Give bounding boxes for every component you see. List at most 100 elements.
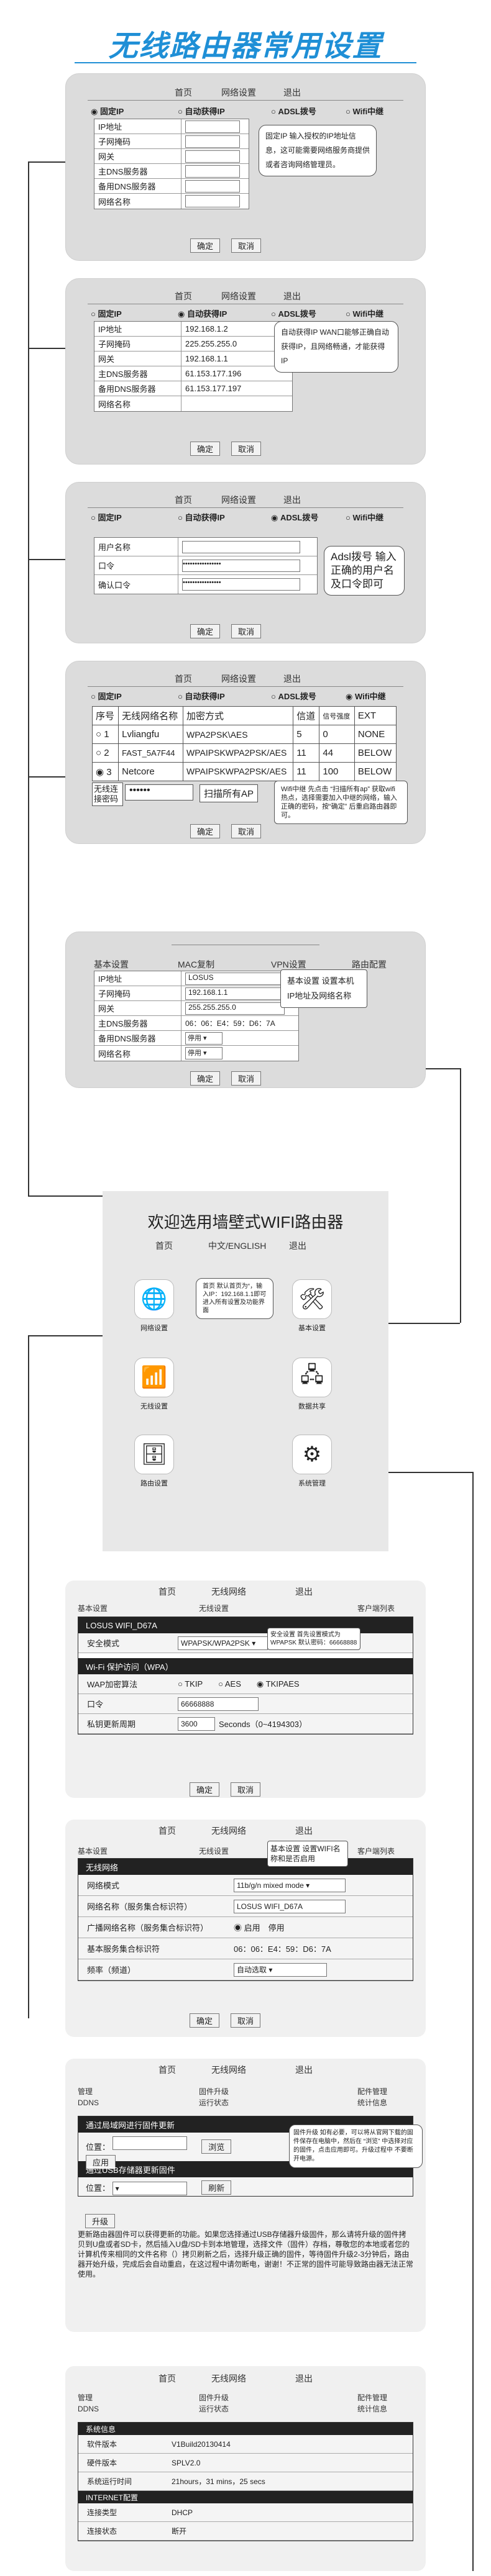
ok-button[interactable]: 确定 xyxy=(190,238,221,253)
nav-network[interactable]: 网络设置 xyxy=(221,674,256,684)
sub-config[interactable]: 配件管理 xyxy=(357,2393,388,2402)
radio-static-ip[interactable]: 固定IP xyxy=(98,692,122,701)
sub-ddns[interactable]: DDNS xyxy=(78,2405,99,2413)
ip-input[interactable]: LOSUS xyxy=(185,972,285,985)
nav-logout[interactable]: 退出 xyxy=(283,88,301,98)
password-input[interactable]: •••••••••••••••• xyxy=(182,559,300,572)
radio-dhcp[interactable]: 自动获得IP xyxy=(186,309,227,319)
dns2-select[interactable]: 停用 ▾ xyxy=(185,1032,223,1045)
sub-clients[interactable]: 客户端列表 xyxy=(357,1604,395,1613)
nav-wireless[interactable]: 无线网络 xyxy=(211,2065,246,2075)
ok-button[interactable]: 确定 xyxy=(190,1782,220,1797)
nav-network[interactable]: 网络设置 xyxy=(221,291,256,301)
nav-home[interactable]: 首页 xyxy=(175,291,192,301)
sub-basic[interactable]: 基本设置 xyxy=(78,1604,108,1613)
route-settings-icon-tile[interactable]: 🗄路由设置 xyxy=(132,1435,176,1488)
dns2-input[interactable] xyxy=(185,179,240,193)
cancel-button[interactable]: 取消 xyxy=(231,624,262,638)
netname-input[interactable] xyxy=(185,195,240,207)
nav-logout[interactable]: 退出 xyxy=(283,291,301,301)
nav-language[interactable]: 中文/ENGLISH xyxy=(208,1241,267,1251)
nav-logout[interactable]: 退出 xyxy=(295,2374,313,2383)
firmware-file-input[interactable] xyxy=(112,2136,187,2150)
netname-select[interactable]: 停用 ▾ xyxy=(185,1047,223,1059)
nav-logout[interactable]: 退出 xyxy=(295,1587,313,1597)
nav-logout[interactable]: 退出 xyxy=(283,674,301,684)
channel-select[interactable]: 自动选取 ▾ xyxy=(234,1962,327,1977)
nav-network[interactable]: 网络设置 xyxy=(221,88,256,98)
passphrase-input[interactable]: 66668888 xyxy=(178,1697,259,1711)
broadcast-ssid-radios[interactable]: ◉ 启用 停用 xyxy=(234,1923,285,1933)
radio-tkipaes[interactable]: ◉ TKIPAES xyxy=(256,1679,300,1689)
ip-input[interactable] xyxy=(185,120,240,133)
sub-stats[interactable]: 统计信息 xyxy=(357,2405,388,2413)
nav-logout[interactable]: 退出 xyxy=(295,2065,313,2075)
sub-stats[interactable]: 统计信息 xyxy=(357,2098,388,2107)
network-settings-icon-tile[interactable]: 🌐网络设置 xyxy=(132,1279,176,1333)
dns1-input[interactable] xyxy=(185,165,240,178)
nav-home[interactable]: 首页 xyxy=(175,674,192,684)
refresh-button[interactable]: 刷新 xyxy=(201,2180,232,2195)
cancel-button[interactable]: 取消 xyxy=(231,2013,261,2028)
upgrade-button[interactable]: 升级 xyxy=(85,2214,116,2228)
sub-ddns[interactable]: DDNS xyxy=(78,2098,99,2107)
nav-basic[interactable]: 基本设置 xyxy=(94,959,129,969)
security-mode-select[interactable]: WPAPSK/WPA2PSK ▾ xyxy=(178,1636,268,1650)
sub-manage[interactable]: 管理 xyxy=(78,2087,93,2096)
mask-input[interactable] xyxy=(185,135,240,148)
radio-wifi-relay[interactable]: Wifi中继 xyxy=(352,107,384,116)
sub-clients[interactable]: 客户端列表 xyxy=(357,1847,395,1856)
sub-status[interactable]: 运行状态 xyxy=(199,2405,229,2413)
nav-home[interactable]: 首页 xyxy=(158,2374,176,2383)
wifi-password-input[interactable]: •••••• xyxy=(125,784,193,800)
sub-config[interactable]: 配件管理 xyxy=(357,2087,388,2096)
network-mode-select[interactable]: 11b/g/n mixed mode ▾ xyxy=(234,1878,346,1892)
radio-aes[interactable]: ○ AES xyxy=(218,1679,241,1689)
radio-tkip[interactable]: ○ TKIP xyxy=(178,1679,203,1689)
radio-wifi-relay[interactable]: Wifi中继 xyxy=(352,309,384,319)
nav-logout[interactable]: 退出 xyxy=(295,1826,313,1836)
sub-firmware[interactable]: 固件升级 xyxy=(199,2393,229,2402)
sub-wireless[interactable]: 无线设置 xyxy=(199,1847,229,1856)
nav-home[interactable]: 首页 xyxy=(155,1241,173,1251)
nav-home[interactable]: 首页 xyxy=(158,1587,176,1597)
ok-button[interactable]: 确定 xyxy=(190,1071,221,1086)
nav-logout[interactable]: 退出 xyxy=(289,1241,306,1251)
radio-dhcp[interactable]: 自动获得IP xyxy=(185,692,225,701)
radio-static-ip[interactable]: 固定IP xyxy=(99,107,124,116)
radio-adsl[interactable]: ADSL拨号 xyxy=(278,692,316,701)
sub-wireless[interactable]: 无线设置 xyxy=(199,1604,229,1613)
nav-wireless[interactable]: 无线网络 xyxy=(211,1587,246,1597)
nav-vpn[interactable]: VPN设置 xyxy=(271,959,306,969)
ok-button[interactable]: 确定 xyxy=(190,824,221,838)
mask-input[interactable]: 192.168.1.1 xyxy=(185,987,285,1000)
nav-home[interactable]: 首页 xyxy=(158,2065,176,2075)
ok-button[interactable]: 确定 xyxy=(190,624,221,638)
scan-ap-button[interactable]: 扫描所有AP xyxy=(200,784,259,802)
confirm-password-input[interactable]: •••••••••••••••• xyxy=(182,578,300,591)
radio-dhcp[interactable]: 自动获得IP xyxy=(185,107,225,116)
sub-status[interactable]: 运行状态 xyxy=(199,2098,229,2107)
sub-basic[interactable]: 基本设置 xyxy=(78,1847,108,1856)
basic-settings-icon-tile[interactable]: 🛠基本设置 xyxy=(290,1279,334,1333)
sub-manage[interactable]: 管理 xyxy=(78,2393,93,2402)
ssid-input[interactable]: LOSUS WIFI_D67A xyxy=(234,1899,346,1913)
nav-home[interactable]: 首页 xyxy=(175,88,192,98)
data-share-icon-tile[interactable]: 🖧数据共享 xyxy=(290,1358,334,1411)
nav-mac-clone[interactable]: MAC复制 xyxy=(178,959,215,969)
radio-adsl[interactable]: ADSL拨号 xyxy=(278,309,316,319)
username-input[interactable] xyxy=(182,540,300,553)
key-renewal-input[interactable]: 3600 xyxy=(178,1717,215,1731)
nav-wireless[interactable]: 无线网络 xyxy=(211,1826,246,1836)
radio-wifi-relay[interactable]: Wifi中继 xyxy=(352,513,384,522)
nav-network[interactable]: 网络设置 xyxy=(221,495,256,505)
radio-adsl[interactable]: ADSL拨号 xyxy=(278,107,316,116)
cancel-button[interactable]: 取消 xyxy=(231,238,262,253)
nav-wireless[interactable]: 无线网络 xyxy=(211,2374,246,2383)
nav-logout[interactable]: 退出 xyxy=(283,495,301,505)
wireless-settings-icon-tile[interactable]: 📶无线设置 xyxy=(132,1358,176,1411)
nav-home[interactable]: 首页 xyxy=(158,1826,176,1836)
